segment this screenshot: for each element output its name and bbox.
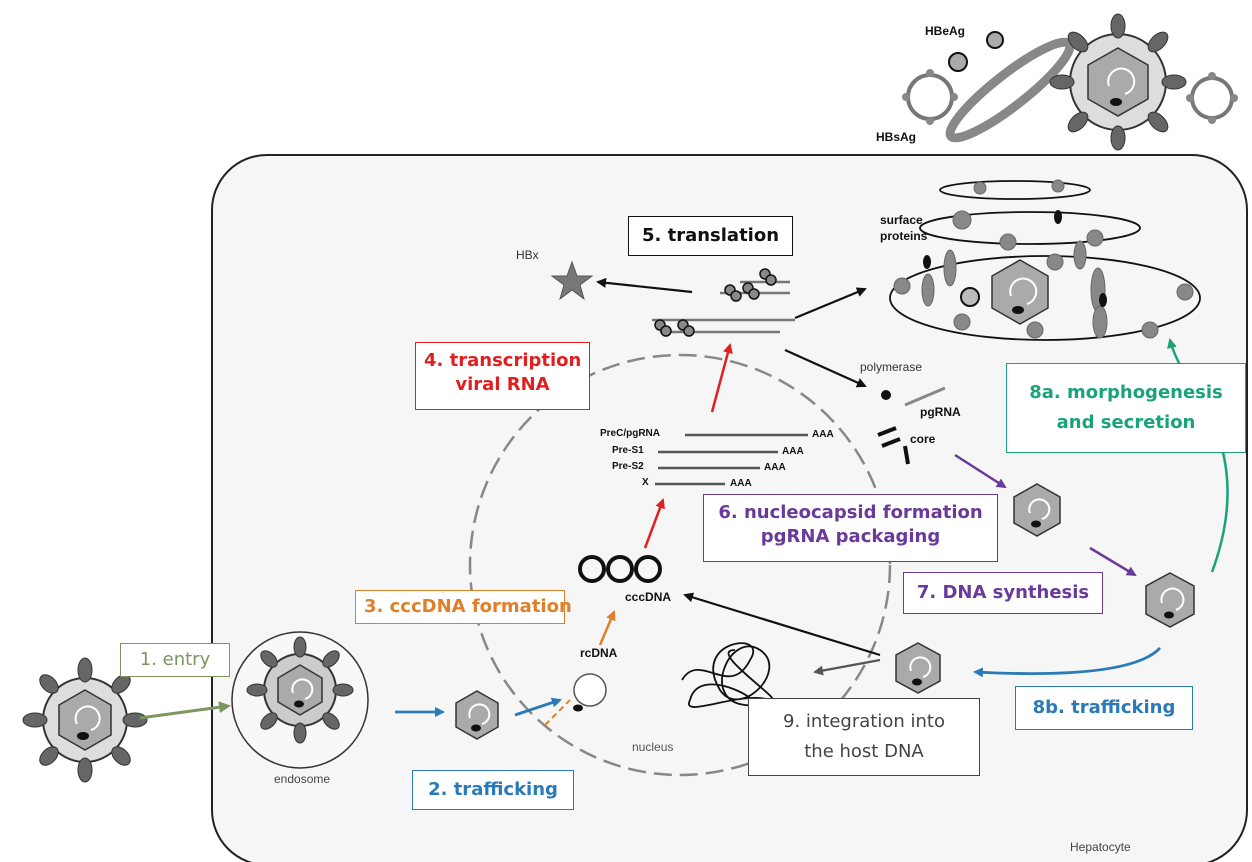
transcript-tail-4: AAA <box>730 478 752 489</box>
transcription-line-2: viral RNA <box>455 374 550 395</box>
endosome-label: endosome <box>274 772 331 786</box>
arrow-trafficking-2 <box>514 697 562 717</box>
hbx-label: HBx <box>516 248 539 262</box>
core-subunits <box>877 426 910 465</box>
arrow-cccdna-to-rna <box>643 498 665 549</box>
endosome-virion <box>246 636 354 744</box>
step-trafficking-back-label: 8b. trafficking <box>1015 686 1193 730</box>
surface-line-1: surface <box>880 213 923 227</box>
step-entry-label: 1. entry <box>120 643 230 677</box>
hbsag-filament <box>945 37 1075 143</box>
hbsag-sphere-right <box>1186 72 1238 124</box>
nucleus-label: nucleus <box>632 740 674 754</box>
arrow-to-polymerase <box>784 348 867 388</box>
hbeag-label: HBeAg <box>925 24 966 38</box>
hbx-star <box>550 260 594 301</box>
ribosomes <box>654 268 777 337</box>
transcript-name-4: X <box>642 477 649 488</box>
arrow-trafficking-back <box>973 647 1162 678</box>
hbeag-particle-1 <box>948 52 968 72</box>
transcript-lines <box>655 433 808 486</box>
capsid-recycling <box>895 642 941 694</box>
arrow-to-er <box>794 287 867 320</box>
morphogenesis-line-2: and secretion <box>1056 412 1196 433</box>
step-nucleocapsid-label: 6. nucleocapsid formation pgRNA packagin… <box>703 494 998 562</box>
rcdna-circle <box>573 673 607 707</box>
step-morphogenesis-label: 8a. morphogenesis and secretion <box>1006 363 1246 453</box>
transcript-tail-1: AAA <box>812 429 834 440</box>
transcript-name-3: Pre-S2 <box>612 461 644 472</box>
arrow-to-hbx <box>596 277 693 294</box>
integration-line-2: the host DNA <box>804 741 924 762</box>
arrow-to-dna-synthesis <box>1089 546 1137 577</box>
rcdna-label: rcDNA <box>580 646 618 660</box>
step-integration-label: 9. integration into the host DNA <box>748 698 980 776</box>
morphogenesis-line-1: 8a. morphogenesis <box>1029 382 1223 403</box>
surface-line-2: proteins <box>880 229 928 243</box>
arrow-entry <box>139 701 231 720</box>
nucleus-membrane <box>468 353 892 777</box>
capsid-mature <box>1145 572 1195 628</box>
pgrna-label: pgRNA <box>920 405 961 419</box>
polymerase-dot <box>881 390 891 400</box>
nucleocapsid-line-1: 6. nucleocapsid formation <box>718 502 983 523</box>
incoming-virion <box>22 657 148 783</box>
step-transcription-label: 4. transcription viral RNA <box>415 342 590 410</box>
step-dna-synthesis-label: 7. DNA synthesis <box>903 572 1103 614</box>
nucleocapsid-line-2: pgRNA packaging <box>760 526 941 547</box>
step-cccdna-label: 3. cccDNA formation <box>355 590 572 624</box>
arrow-orange-nucleus <box>544 699 571 726</box>
capsid-in-er <box>991 259 1049 325</box>
arrow-transcription <box>710 343 733 413</box>
integration-line-1: 9. integration into <box>783 711 945 732</box>
transcript-name-1: PreC/pgRNA <box>600 428 661 439</box>
hepatocyte-label: Hepatocyte <box>1070 840 1131 854</box>
core-label: core <box>910 432 936 446</box>
hbeag-particle-2 <box>986 31 1004 49</box>
hbeag-particle-er <box>960 287 980 307</box>
er-membranes <box>889 180 1201 341</box>
polymerase-label: polymerase <box>860 360 923 374</box>
arrow-to-nucleocapsid <box>954 453 1007 489</box>
cccdna-rings <box>578 555 662 583</box>
arrow-rcdna-to-cccdna <box>598 610 616 646</box>
transcription-line-1: 4. transcription <box>424 350 582 371</box>
capsid-nucleocapsid <box>1013 483 1061 537</box>
hbsag-sphere-left <box>902 69 958 125</box>
pgrna-line <box>904 386 946 407</box>
arrow-to-cccdna <box>683 592 881 657</box>
step-trafficking-label: 2. trafficking <box>412 770 574 810</box>
surface-proteins-label: surface proteins <box>880 212 927 244</box>
transcript-tail-2: AAA <box>782 446 804 457</box>
arrow-to-host-dna <box>813 658 881 676</box>
capsid-trafficking <box>455 690 499 740</box>
transcript-name-2: Pre-S1 <box>612 445 644 456</box>
transcript-tail-3: AAA <box>764 462 786 473</box>
step-translation-label: 5. translation <box>628 216 793 256</box>
secreted-virion <box>1049 13 1187 151</box>
hbsag-label: HBsAg <box>876 130 917 144</box>
cccdna-label: cccDNA <box>625 590 672 604</box>
